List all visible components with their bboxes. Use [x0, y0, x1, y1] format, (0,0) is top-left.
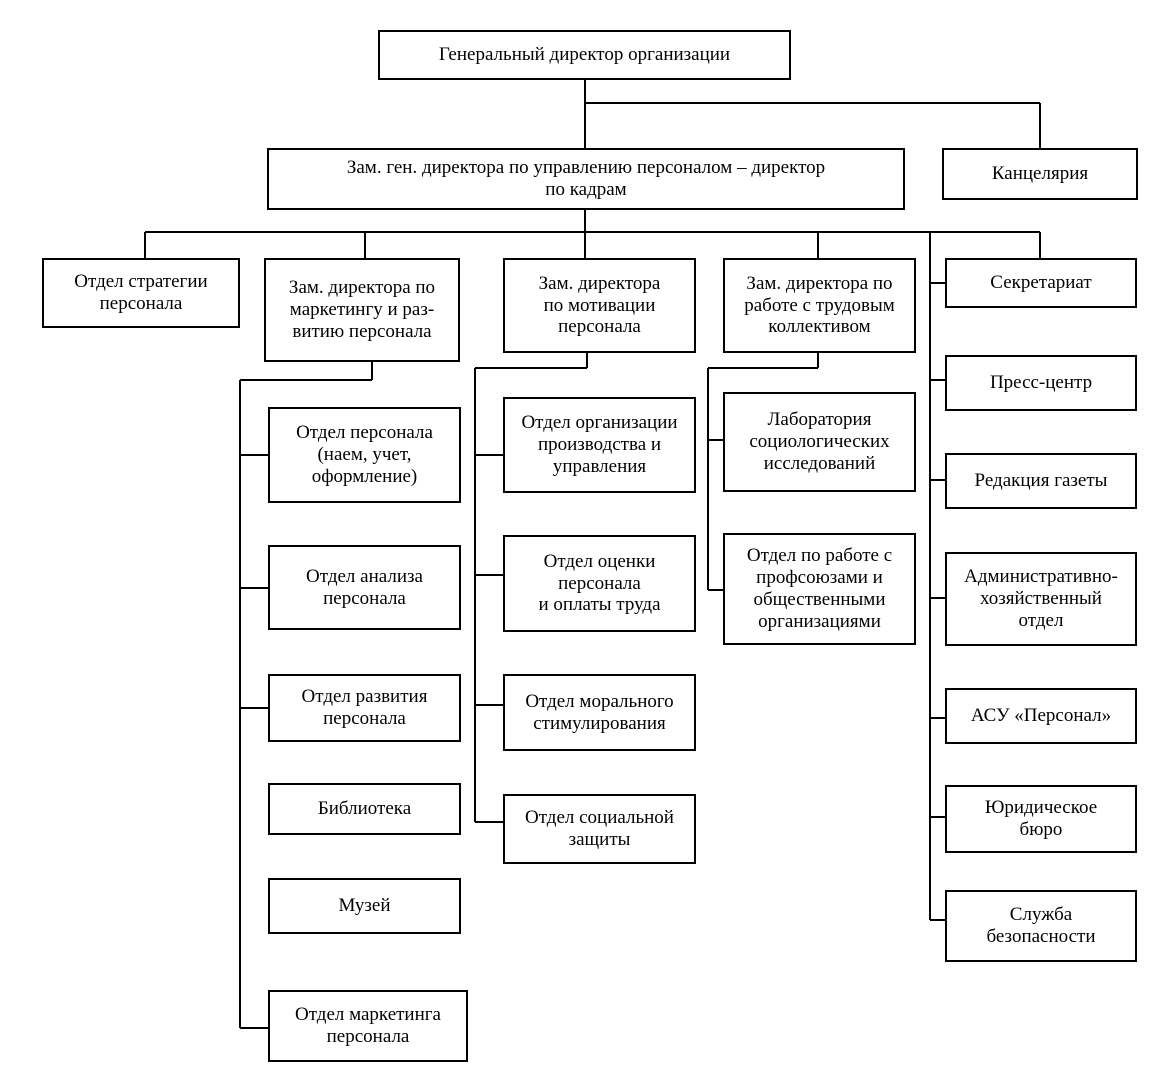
museum-label: Музей [338, 895, 391, 917]
admin-dept-label: Административно- хозяйственный отдел [964, 566, 1118, 631]
evaluation-dept-box: Отдел оценки персонала и оплаты труда [503, 535, 696, 632]
moral-dept-box: Отдел морального стимулирования [503, 674, 696, 751]
museum-box: Музей [268, 878, 461, 934]
evaluation-dept-label: Отдел оценки персонала и оплаты труда [538, 550, 661, 616]
personnel-dept-label: Отдел персонала (наем, учет, оформление) [296, 422, 433, 487]
admin-dept-box: Административно- хозяйственный отдел [945, 552, 1137, 646]
motivation-deputy-box: Зам. директора по мотивации персонала [503, 258, 696, 353]
strategy-box: Отдел стратегии персонала [42, 258, 240, 328]
library-box: Библиотека [268, 783, 461, 835]
sociology-lab-box: Лаборатория социологических исследований [723, 392, 916, 492]
sociology-lab-label: Лаборатория социологических исследований [749, 409, 890, 474]
press-center-label: Пресс-центр [989, 372, 1093, 394]
asu-label: АСУ «Персонал» [970, 705, 1112, 727]
development-dept-box: Отдел развития персонала [268, 674, 461, 742]
marketing-deputy-box: Зам. директора по маркетингу и раз- вити… [264, 258, 460, 362]
labor-deputy-box: Зам. директора по работе с трудовым колл… [723, 258, 916, 353]
marketing-deputy-label: Зам. директора по маркетингу и раз- вити… [288, 277, 436, 342]
secretariat-box: Секретариат [945, 258, 1137, 308]
newspaper-label: Редакция газеты [974, 470, 1108, 492]
personnel-dept-box: Отдел персонала (наем, учет, оформление) [268, 407, 461, 503]
strategy-label: Отдел стратегии персонала [74, 271, 208, 314]
hr-director-box: Зам. ген. директора по управлению персон… [267, 148, 905, 210]
motivation-deputy-label: Зам. директора по мотивации персонала [538, 272, 661, 338]
legal-label: Юридическое бюро [984, 797, 1098, 840]
hr-director-label: Зам. ген. директора по управлению персон… [346, 157, 826, 200]
unions-dept-label: Отдел по работе с профсоюзами и обществе… [746, 545, 893, 632]
moral-dept-label: Отдел морального стимулирования [525, 690, 674, 734]
secretariat-label: Секретариат [990, 272, 1092, 294]
analysis-dept-label: Отдел анализа персонала [306, 565, 423, 609]
social-dept-box: Отдел социальной защиты [503, 794, 696, 864]
ceo-box: Генеральный директор организации [378, 30, 791, 80]
press-center-box: Пресс-центр [945, 355, 1137, 411]
legal-box: Юридическое бюро [945, 785, 1137, 853]
marketing-dept-box: Отдел маркетинга персонала [268, 990, 468, 1062]
social-dept-label: Отдел социальной защиты [525, 807, 674, 850]
newspaper-box: Редакция газеты [945, 453, 1137, 509]
development-dept-label: Отдел развития персонала [301, 686, 428, 729]
marketing-dept-label: Отдел маркетинга персонала [295, 1004, 441, 1047]
security-box: Служба безопасности [945, 890, 1137, 962]
labor-deputy-label: Зам. директора по работе с трудовым колл… [744, 272, 895, 338]
ceo-label: Генеральный директор организации [438, 44, 731, 66]
analysis-dept-box: Отдел анализа персонала [268, 545, 461, 630]
org-dept-box: Отдел организации производства и управле… [503, 397, 696, 493]
unions-dept-box: Отдел по работе с профсоюзами и обществе… [723, 533, 916, 645]
chancellery-box: Канцелярия [942, 148, 1138, 200]
chancellery-label: Канцелярия [991, 163, 1089, 185]
library-label: Библиотека [317, 798, 412, 820]
security-label: Служба безопасности [986, 904, 1096, 947]
asu-box: АСУ «Персонал» [945, 688, 1137, 744]
org-dept-label: Отдел организации производства и управле… [521, 412, 678, 477]
